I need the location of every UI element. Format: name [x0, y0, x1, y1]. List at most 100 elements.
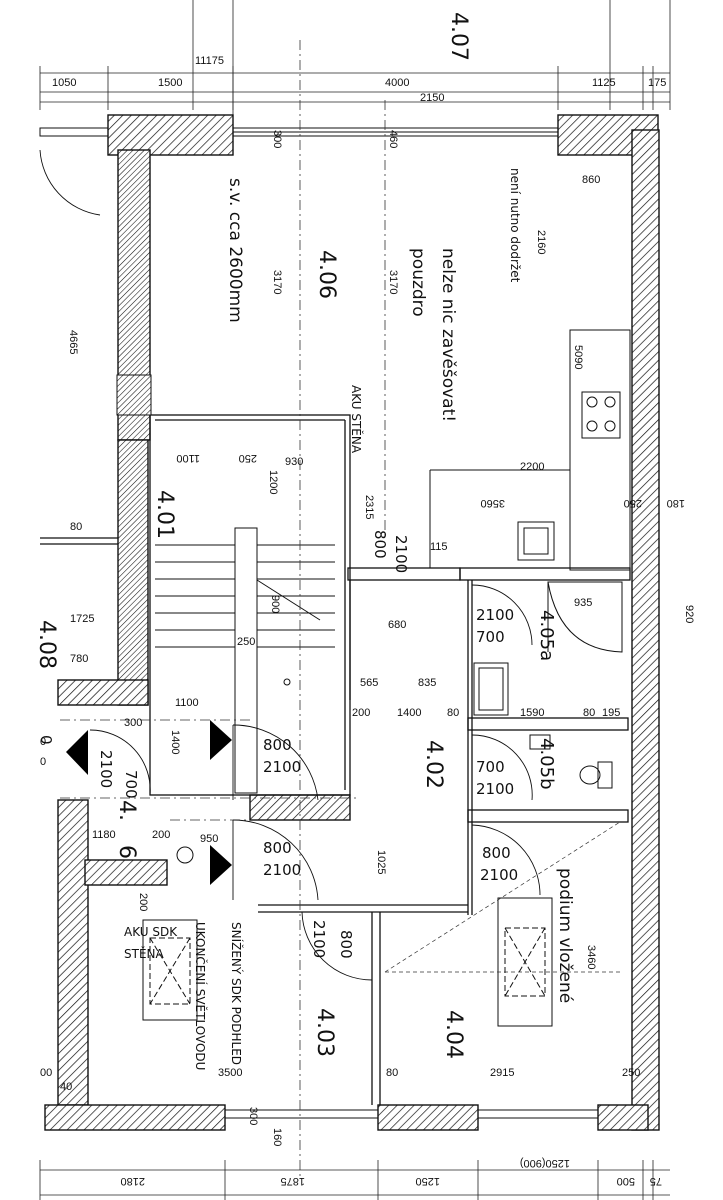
dim-00: 00 — [40, 1067, 52, 1079]
dim-115: 115 — [430, 541, 448, 553]
dim-500: 500 — [617, 1175, 635, 1187]
dim-1100-b: 1100 — [175, 697, 199, 709]
bottom-dimension-labels: 2180 1875 1250 1250(900) 500 75 — [121, 1157, 662, 1187]
dim-11175: 11175 — [195, 55, 224, 67]
aku-sdk-note: AKU SDK — [124, 925, 178, 939]
door-label-w: 2100 — [310, 920, 328, 958]
room-labels: 4.06 4.01 4.08 4.02 4.05a 4.05b 4.03 4.0… — [34, 250, 557, 1059]
dim-1100-a: 1100 — [176, 452, 200, 464]
door-label-w: 800 — [263, 736, 292, 754]
top-dimension-lines — [39, 0, 671, 130]
door-label-h: 2100 — [476, 780, 514, 798]
dim-5090: 5090 — [572, 345, 584, 369]
room-4-07: 4.07 — [446, 12, 471, 61]
podium-lines — [384, 821, 621, 973]
chimney-icon — [116, 374, 152, 416]
dim-1250-900: 1250(900) — [520, 1157, 570, 1169]
room-4-fragment: 4. — [114, 800, 139, 821]
room-4-05b: 4.05b — [536, 738, 557, 790]
door-label-h: 700 — [476, 628, 505, 646]
podium-note: podium vložené — [555, 868, 575, 1003]
windows — [39, 127, 599, 1119]
dim-3170-b: 3170 — [387, 270, 399, 294]
ceiling-height-note: s.v. cca 2600mm — [225, 178, 245, 323]
door-label-h: 2100 — [480, 866, 518, 884]
dim-2150: 2150 — [420, 92, 444, 104]
annotations: s.v. cca 2600mm není nutno dodržet nelze… — [124, 168, 575, 1070]
door-label-w: 700 — [476, 758, 505, 776]
dim-0-a: 0 — [40, 736, 46, 748]
partitions — [40, 414, 631, 1105]
staircase — [155, 527, 335, 794]
inner-dimension-labels: 300 460 3170 3170 4665 860 2160 5090 110… — [40, 130, 695, 1146]
door-label-w: 800 — [371, 530, 389, 559]
dim-1125: 1125 — [592, 77, 616, 89]
lowered-ceiling-note: SNÍŽENÝ SDK PODHLED — [229, 922, 244, 1065]
room-4-04: 4.04 — [441, 1010, 466, 1059]
door-label-w: 800 — [263, 839, 292, 857]
dim-780: 780 — [70, 653, 88, 665]
door-label-h: 800 — [337, 930, 355, 959]
dim-250-a: 250 — [239, 452, 257, 464]
dim-250-b: 250 — [624, 497, 642, 509]
room-4-01: 4.01 — [152, 490, 177, 539]
dim-680: 680 — [388, 619, 406, 631]
dim-460: 460 — [387, 130, 399, 148]
room-4-05a: 4.05a — [536, 610, 557, 661]
dim-835: 835 — [418, 677, 436, 689]
door-label-h: 700 — [122, 770, 140, 799]
light-well-note: UKONČENÍ SVĚTLOVODU — [193, 922, 208, 1070]
dim-1875: 1875 — [281, 1175, 305, 1187]
door-label-h: 2100 — [263, 758, 301, 776]
room-4-06: 4.06 — [314, 250, 339, 299]
dim-300-c: 300 — [247, 1107, 259, 1125]
door-label-frag: 0 — [37, 735, 55, 745]
dim-3170-a: 3170 — [271, 270, 283, 294]
arrow-icons — [66, 720, 232, 885]
dim-3500: 3500 — [218, 1067, 242, 1079]
toilet-icon — [579, 761, 613, 789]
dim-80-a: 80 — [70, 521, 82, 533]
dim-195: 195 — [602, 707, 620, 719]
pocket-note: pouzdro — [408, 248, 428, 317]
dim-80-d: 80 — [386, 1067, 398, 1079]
dim-1725: 1725 — [70, 613, 94, 625]
not-required-note: není nutno dodržet — [508, 168, 522, 283]
dim-250-c: 250 — [622, 1067, 640, 1079]
dim-4000: 4000 — [385, 77, 409, 89]
bottom-dimension-lines — [39, 1160, 670, 1200]
door-label-w: 800 — [482, 844, 511, 862]
dim-1500: 1500 — [158, 77, 182, 89]
dim-950: 950 — [200, 833, 218, 845]
dim-1250: 1250 — [416, 1175, 440, 1187]
room-4-03: 4.03 — [312, 1008, 337, 1057]
aku-sdk-wall-note: STĚNA — [124, 946, 165, 961]
dim-2200: 2200 — [520, 461, 544, 473]
dim-75: 75 — [650, 1175, 662, 1187]
room-6-fragment: 6 — [114, 845, 139, 859]
dim-160: 160 — [271, 1128, 283, 1146]
dim-2160: 2160 — [535, 230, 547, 254]
dim-565: 565 — [360, 677, 378, 689]
door-label-w: 2100 — [97, 750, 115, 788]
dim-930: 930 — [285, 456, 303, 468]
dim-935: 935 — [574, 597, 592, 609]
door-label-h: 2100 — [263, 861, 301, 879]
pipe-icon — [283, 678, 291, 686]
room-4-08: 4.08 — [34, 620, 59, 669]
sink-icon — [473, 662, 509, 716]
dim-40: 40 — [60, 1081, 72, 1093]
door-labels: 800 2100 800 2100 2100 700 700 2100 800 … — [37, 530, 518, 959]
door-label-w: 2100 — [476, 606, 514, 624]
washbasin-icon — [529, 734, 551, 750]
room-4-02: 4.02 — [421, 740, 446, 789]
dim-1180: 1180 — [92, 829, 116, 841]
dim-1590: 1590 — [520, 707, 544, 719]
dim-2915: 2915 — [490, 1067, 514, 1079]
dim-300-a: 300 — [271, 130, 283, 148]
dim-180: 180 — [667, 497, 685, 509]
dim-0-b: 0 — [40, 756, 46, 768]
dim-1050: 1050 — [52, 77, 76, 89]
door-swings — [39, 149, 541, 981]
dim-80-b: 80 — [447, 707, 459, 719]
